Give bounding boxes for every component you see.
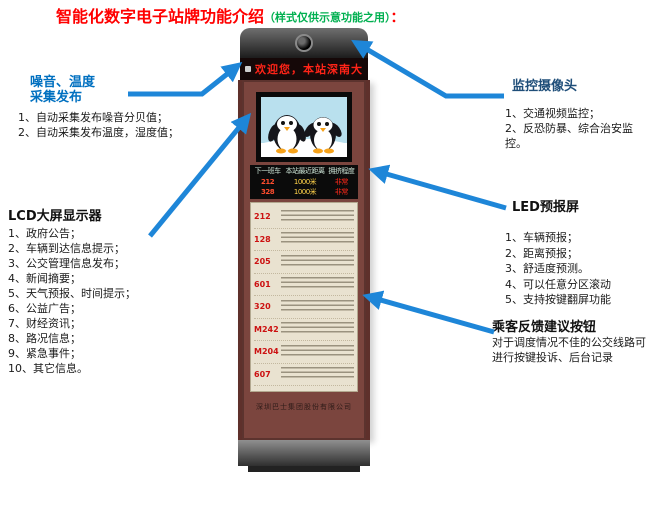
lcd-item: 7、财经资讯；: [8, 317, 81, 330]
route-number: 601: [254, 279, 271, 289]
led-callout-items: 1、车辆预报； 2、距离预报； 3、舒适度预测。 4、可以任意分区滚动 5、支持…: [505, 230, 611, 308]
timetable-row: 128: [254, 229, 354, 251]
led-row-distance: 1000米: [293, 177, 317, 186]
noise-title-line2: 采集发布: [30, 89, 83, 105]
penguins-image: [261, 115, 347, 157]
timetable-paper: 212 128 205 601 320 M242: [250, 202, 358, 392]
penguin-right: [304, 117, 342, 154]
route-number: 205: [254, 257, 271, 267]
lcd-item: 8、路况信息；: [8, 332, 81, 345]
noise-callout-items: 1、自动采集发布噪音分贝值； 2、自动采集发布温度，湿度值；: [18, 110, 179, 140]
led-row-route: 212: [261, 177, 275, 186]
feedback-callout-body: 对于调度情况不佳的公交线路可进行按键投诉、后台记录: [492, 336, 646, 364]
led-item: 1、车辆预报；: [505, 231, 578, 244]
company-name: 深圳巴士集团股份有限公司: [256, 403, 352, 411]
led-header-distance: 本站最近距离: [285, 167, 325, 175]
kiosk-top-cap: [240, 28, 368, 58]
led-item: 4、可以任意分区滚动: [505, 277, 611, 291]
noise-callout-title: 噪音、温度 采集发布: [30, 75, 96, 106]
timetable-text-lines: [281, 322, 354, 337]
lcd-item: 6、公益广告；: [8, 302, 81, 315]
surveillance-camera-icon: [295, 34, 313, 52]
banner-indicator-icon: [245, 66, 251, 72]
route-number: 212: [254, 212, 271, 222]
lcd-item: 9、紧急事件；: [8, 347, 81, 360]
lcd-item: 4、新闻摘要；: [8, 272, 81, 285]
led-row-status: 非常: [334, 188, 349, 196]
led-row-route: 328: [261, 188, 275, 196]
timetable-text-lines: [281, 277, 354, 292]
lcd-item: 5、天气预报、时间提示；: [8, 287, 136, 300]
timetable-row: 320: [254, 296, 354, 319]
route-number: 128: [254, 234, 271, 244]
noise-item: 1、自动采集发布噪音分贝值；: [18, 111, 168, 124]
led-callout-title: LED预报屏: [512, 200, 579, 215]
led-header-next-bus: 下一班车: [254, 167, 282, 175]
kiosk-base: [238, 440, 370, 466]
timetable-row: M204: [254, 341, 354, 364]
page-title-note: （样式仅供示意功能之用）: [264, 11, 391, 24]
lcd-item: 10、其它信息。: [8, 362, 88, 375]
page-title-main: 智能化数字电子站牌功能介绍: [56, 7, 265, 26]
led-item: 5、支持按键翻屏功能: [505, 293, 611, 306]
timetable-row: 212: [254, 206, 354, 229]
timetable-row: 205: [254, 251, 354, 274]
led-row-distance: 1000米: [293, 188, 317, 196]
timetable-row: 607: [254, 364, 354, 386]
lcd-item: 1、政府公告；: [8, 227, 81, 240]
led-forecast-panel: 下一班车 本站最近距离 拥挤程度 212 1000米 非常 328 1000米 …: [250, 165, 358, 199]
timetable-text-lines: [281, 344, 354, 359]
arrow-feedback-to-kiosk: [362, 290, 495, 335]
route-number: 320: [254, 302, 271, 312]
timetable-text-lines: [281, 299, 354, 314]
timetable-text-lines: [281, 254, 354, 269]
page-title: 智能化数字电子站牌功能介绍（样式仅供示意功能之用）：: [56, 3, 405, 27]
led-item: 3、舒适度预测。: [505, 262, 589, 275]
lcd-screen: [256, 92, 352, 162]
camera-callout-title: 监控摄像头: [512, 79, 578, 94]
banner-text: 欢迎您，本站深南大: [255, 63, 363, 76]
noise-item: 2、自动采集发布温度，湿度值；: [18, 126, 179, 139]
arrow-led-to-panel: [368, 164, 507, 211]
timetable-row: 601: [254, 274, 354, 296]
kiosk-plinth: [248, 466, 360, 472]
camera-callout-items: 1、交通视频监控； 2、反恐防暴、综合治安监控。: [505, 106, 635, 151]
camera-item: 2、反恐防暴、综合治安监控。: [505, 122, 633, 150]
route-number: 607: [254, 369, 271, 379]
led-header-crowding: 拥挤程度: [328, 167, 355, 175]
timetable-text-lines: [281, 209, 354, 224]
feedback-callout-title: 乘客反馈建议按钮: [492, 320, 597, 335]
timetable-text-lines: [281, 367, 354, 382]
timetable-text-lines: [281, 232, 354, 247]
bus-stop-kiosk: 欢迎您，本站深南大: [238, 28, 370, 472]
led-item: 2、距离预报；: [505, 246, 578, 260]
route-number: M242: [254, 324, 279, 334]
noise-title-line1: 噪音、温度: [30, 75, 96, 90]
arrow-noise-to-banner: [128, 62, 243, 97]
lcd-item: 2、车辆到达信息提示；: [8, 242, 125, 255]
arrow-camera-callout: [351, 39, 504, 99]
led-row-status: 非常: [334, 177, 349, 186]
lcd-item: 3、公交管理信息发布；: [8, 257, 125, 270]
page-title-colon: ：: [390, 10, 405, 26]
route-number: M204: [254, 347, 279, 357]
camera-item: 1、交通视频监控；: [505, 107, 600, 120]
led-scrolling-banner: 欢迎您，本站深南大: [240, 58, 368, 80]
lcd-callout-items: 1、政府公告； 2、车辆到达信息提示； 3、公交管理信息发布； 4、新闻摘要； …: [8, 226, 136, 376]
timetable-row: M242: [254, 319, 354, 341]
lcd-callout-title: LCD大屏显示器: [8, 209, 102, 224]
penguin-left: [268, 115, 306, 154]
